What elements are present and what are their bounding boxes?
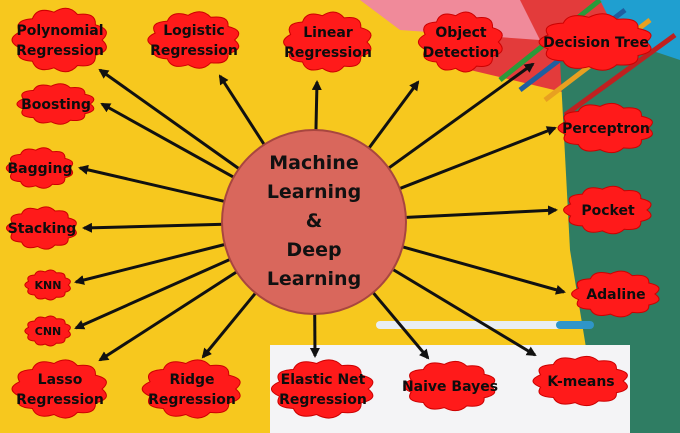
topic-label-line: Perceptron [562,121,650,137]
cloud-shape [5,147,74,189]
arrow-to-ridge-regression [201,290,258,359]
topic-pocket: Pocket [563,185,652,235]
topic-clouds: PolynomialRegressionLogisticRegressionLi… [5,7,660,419]
topic-label-line: KNN [35,279,62,292]
arrows [74,62,566,362]
arrow-to-pocket [403,205,558,219]
cloud-shape [141,359,241,419]
arrow-to-boosting [100,102,237,180]
arrow-to-decision-tree [386,62,535,171]
topic-stacking: Stacking [5,206,77,250]
arrow-to-knn [74,242,228,285]
topic-label-line: Detection [423,45,500,61]
topic-label-line: Ridge [169,372,214,388]
topic-label-line: Object [435,25,487,41]
arrow-to-adaline [400,244,566,295]
topic-label-line: CNN [35,325,62,338]
topic-label-line: Regression [16,392,104,408]
arrow-to-perceptron [397,126,557,191]
topic-decision-tree: Decision Tree [538,13,652,71]
topic-adaline: Adaline [571,270,660,318]
topic-label-line: Regression [16,43,104,59]
cloud-shape [283,11,372,73]
topic-bagging: Bagging [5,147,74,189]
arrow-to-object-detection [366,80,420,151]
topic-label-line: Bagging [8,161,73,177]
topic-label-line: Regression [148,392,236,408]
topic-label-line: Adaline [586,287,645,303]
topic-boosting: Boosting [16,83,95,125]
cloud-shape [563,185,652,235]
arrow-to-logistic-regression [218,74,267,148]
arrow-to-bagging [78,164,227,204]
topic-label-line: Regression [284,45,372,61]
center-circle [221,129,407,315]
center-hub: Machine Learning & Deep Learning [221,129,407,315]
topic-label-line: K-means [547,374,614,390]
topic-perceptron: Perceptron [557,102,653,154]
center-line-4: Deep [286,239,341,261]
topic-k-means: K-means [532,355,628,407]
topic-label-line: Polynomial [16,23,103,39]
center-line-1: Machine [269,152,358,174]
topic-label-line: Boosting [21,97,91,113]
topic-label-line: Logistic [163,23,224,39]
arrow-to-naive-bayes [370,290,430,360]
arrow-to-cnn [74,257,233,330]
pencil-4 [563,32,677,118]
cloud-shape [557,102,653,154]
topic-label-line: Regression [150,43,238,59]
cloud-shape [571,270,660,318]
topic-label-line: Lasso [38,372,83,388]
cloud-shape [147,11,240,69]
cloud-shape [16,83,95,125]
topic-label-line: Elastic Net [281,372,366,388]
arrow-to-stacking [82,222,225,233]
center-line-5: Learning [267,268,361,290]
cloud-shape [532,355,628,407]
topic-label-line: Naive Bayes [402,379,498,395]
arrow-to-k-means [390,267,537,357]
topic-label-line: Decision Tree [543,35,649,51]
cloud-shape [403,360,496,412]
cloud-shape [11,7,107,73]
cloud-shape [417,11,503,73]
topic-cnn: CNN [24,315,71,347]
cloud-shape [5,206,77,250]
center-line-2: Learning [267,181,361,203]
cloud-shape [538,13,652,71]
topic-knn: KNN [24,269,71,301]
topic-label-line: Pocket [581,203,635,219]
cloud-shape [270,359,374,419]
topic-label-line: Regression [279,392,367,408]
cloud-shape [24,315,71,347]
cloud-shape [24,269,71,301]
topic-label-line: Stacking [8,221,77,237]
topic-label-line: Linear [303,25,353,41]
arrow-to-linear-regression [311,80,322,133]
cloud-shape [11,359,107,419]
arrow-to-polynomial-regression [98,68,242,172]
center-line-3: & [306,210,323,232]
topic-naive-bayes: Naive Bayes [402,360,498,412]
arrow-to-lasso-regression [98,269,240,362]
